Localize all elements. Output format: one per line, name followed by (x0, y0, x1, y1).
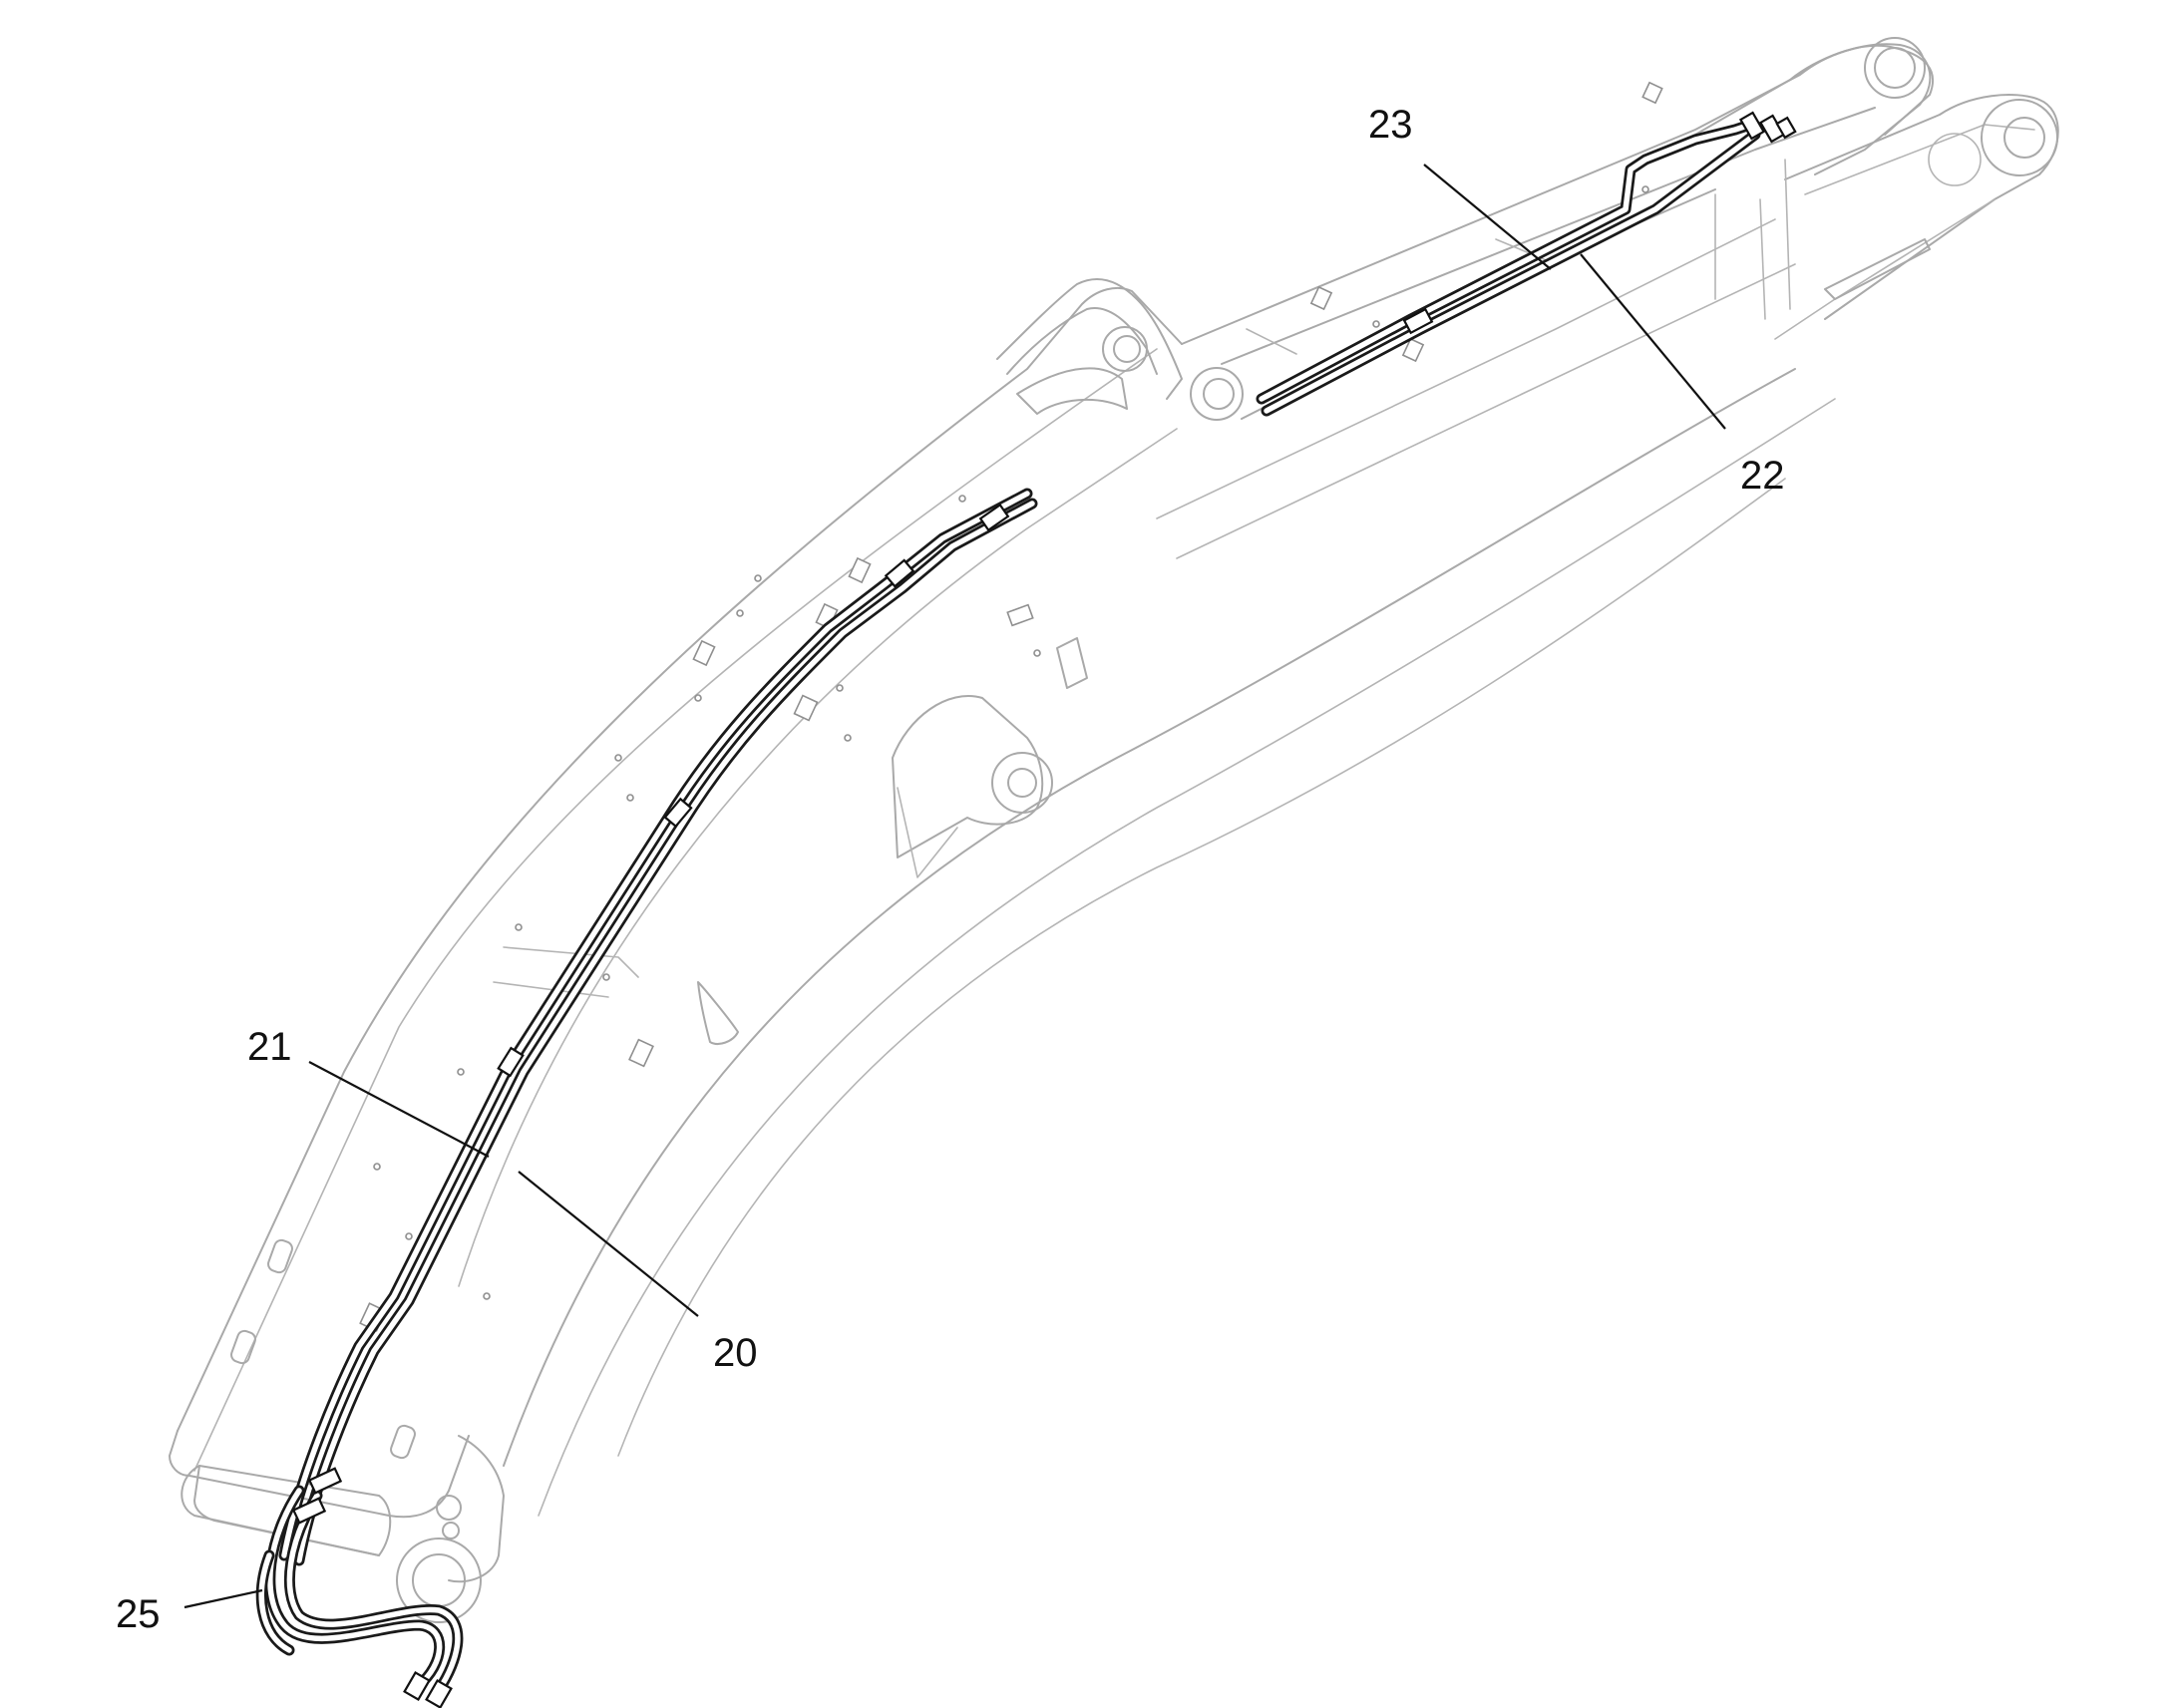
boom-side-curve (617, 478, 1786, 1457)
boom-logo-badge (697, 981, 739, 1045)
hose-end-fitting-top-3 (1775, 116, 1797, 140)
hose-21-outer (293, 498, 1038, 1566)
hose-20-outer (278, 488, 1033, 1561)
boom-tip-plate-edge-2 (1774, 198, 1996, 340)
foot-small-boss-2 (442, 1522, 460, 1539)
boom-cylinder-boss-hole (1007, 768, 1037, 798)
foot-pin-boss-hole (412, 1553, 466, 1607)
boom-cylinder-boss (991, 752, 1053, 814)
weld-seam-3 (1246, 328, 1297, 355)
hose-end-fitting-1 (403, 1670, 431, 1702)
hose-25-inner-c (258, 1552, 292, 1653)
tip-pin-boss-upper (1864, 37, 1926, 99)
foot-small-boss (436, 1495, 462, 1521)
foot-slot-3 (390, 1424, 416, 1460)
callout-22: 22 (1740, 454, 1785, 498)
leader-23 (1423, 164, 1552, 270)
boom-cylinder-mount (892, 695, 1044, 858)
hose-25-inner-b (286, 1493, 461, 1693)
callout-labels: 23 22 21 20 25 (116, 103, 1785, 1636)
arm-bracket-pin-left-hole (1113, 335, 1141, 363)
tip-pin-boss-lower-hole (2003, 117, 2045, 159)
weld-seam-1 (503, 946, 639, 978)
boom-foot-cylinder (181, 1465, 392, 1556)
foot-pin-boss (396, 1537, 482, 1623)
boom-upper-top-edge (1181, 44, 1935, 345)
arm-bracket-saddle (1016, 367, 1128, 415)
boom-tip-slot (1824, 238, 1931, 300)
hose-end-fitting-top-1 (1738, 111, 1766, 141)
boom-tip-plate-upper (1694, 43, 1932, 175)
callout-21: 21 (247, 1025, 292, 1069)
callout-23: 23 (1368, 103, 1413, 147)
foot-slot-2 (230, 1329, 256, 1365)
tip-bolt-ring (1928, 133, 1982, 186)
boom-flange-line (458, 428, 1178, 1287)
boom-upper-side-line-2 (1176, 263, 1796, 559)
bracket-hook (1056, 637, 1088, 689)
arm-bracket-pin-right-hole (1203, 378, 1235, 410)
tip-pin-boss-upper-hole (1874, 47, 1916, 89)
arm-cylinder-bracket (996, 278, 1183, 400)
foot-slot-1 (267, 1238, 293, 1274)
leader-20 (518, 1171, 699, 1317)
boom-tip-plate-edge (1804, 124, 2035, 195)
arm-bracket-pin-right (1190, 367, 1244, 421)
arm-cylinder-bracket-inner (1006, 307, 1158, 375)
arm-bracket-pin-left (1102, 326, 1148, 372)
hose-20-inner (281, 491, 1030, 1558)
tip-pin-boss-lower (1981, 99, 2058, 176)
boom-top-edge (177, 286, 1183, 1432)
boom-upper-top-edge-2 (1221, 107, 1876, 365)
hose-end-fitting-2 (425, 1678, 453, 1708)
leader-25 (183, 1588, 263, 1609)
hose-21-inner (296, 501, 1035, 1563)
leader-lines (183, 164, 1726, 1609)
boom-section-line-3 (1784, 159, 1791, 310)
boom-section-line-2 (1759, 198, 1766, 320)
weld-seam-2 (493, 981, 609, 998)
boom-bottom-inner (538, 398, 1836, 1517)
boom-foot-side (448, 1435, 505, 1583)
hose-23-inner (1259, 122, 1753, 402)
hose-clamps (291, 307, 1434, 1525)
hose-assembly (255, 111, 1797, 1708)
callout-25: 25 (116, 1592, 161, 1636)
boom-structure (169, 37, 2059, 1623)
leader-21 (308, 1061, 490, 1158)
boom-upper-side-line (1156, 218, 1776, 519)
hose-22-inner (1264, 132, 1758, 414)
leader-22 (1580, 253, 1726, 430)
boom-top-inner-line (193, 348, 1158, 1472)
boom-cylinder-web (897, 787, 958, 878)
boom-lugs (359, 81, 1663, 1332)
boom-rivets (373, 166, 1714, 1300)
callout-20: 20 (713, 1331, 758, 1375)
boom-bottom-edge (503, 368, 1796, 1467)
